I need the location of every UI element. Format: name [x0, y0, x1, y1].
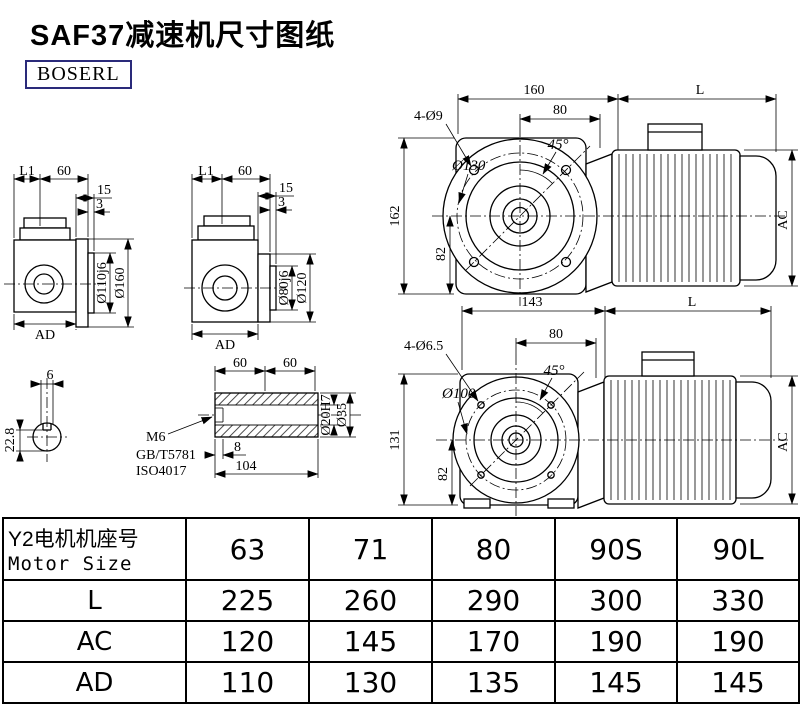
dim-label: 15 — [97, 183, 111, 198]
motor-size-label-cn: Y2电机机座号 — [8, 528, 139, 551]
dim-label: 80 — [553, 103, 567, 118]
row-label: AC — [2, 620, 187, 663]
brand-logo-text: BOSERL — [37, 63, 120, 85]
terminal-box — [647, 123, 703, 151]
table-row-L: L 225 260 290 300 330 — [2, 579, 800, 622]
table-cell: 110 — [185, 661, 310, 704]
dim-label: 4-Ø9 — [414, 109, 443, 124]
motor-size-label-en: Motor Size — [8, 553, 133, 575]
motor-size-column: 71 — [308, 517, 433, 581]
row-label: L — [2, 579, 187, 622]
thread-label: M6 — [146, 430, 165, 445]
motor-size-column: 90L — [676, 517, 800, 581]
dim-label: 3 — [278, 195, 285, 210]
dim-label: 15 — [279, 181, 293, 196]
dim-label: Ø120 — [295, 272, 310, 303]
shaft-detail-view: 60 60 M6 GB/T5781 ISO4017 8 104 Ø20H7 Ø3… — [136, 356, 362, 479]
table-cell: 145 — [308, 620, 433, 663]
dim-label: 160 — [524, 83, 545, 98]
dim-label: 22.8 — [3, 428, 18, 453]
dim-label: 60 — [283, 356, 297, 371]
dim-label: Ø110j6 — [95, 262, 110, 303]
dim-label: 162 — [388, 206, 403, 227]
dim-label: Ø35 — [335, 403, 350, 427]
assembly-view-bottom: 45° 80 143 L 4-Ø6.5 Ø100 131 82 AC — [388, 295, 798, 516]
dim-label: AC — [776, 432, 791, 451]
dim-label: AD — [215, 338, 235, 353]
page-title: SAF37减速机尺寸图纸 — [30, 20, 336, 52]
dim-label: 45° — [544, 363, 565, 379]
fan-cover — [735, 381, 772, 499]
table-cell: 190 — [676, 620, 800, 663]
table-cell: 120 — [185, 620, 310, 663]
table-row-AC: AC 120 145 170 190 190 — [2, 620, 800, 663]
motor-size-header: Y2电机机座号 Motor Size — [2, 517, 187, 581]
table-cell: 290 — [431, 579, 556, 622]
dim-label: 104 — [236, 459, 257, 474]
dim-label: 60 — [57, 164, 71, 179]
dim-label: 82 — [436, 467, 451, 481]
dim-label: 3 — [96, 197, 103, 212]
mounting-foot — [547, 498, 575, 509]
dim-label: 6 — [47, 368, 54, 383]
dim-label: 45° — [548, 137, 569, 153]
dim-label: Ø80j6 — [277, 271, 292, 306]
table-row-AD: AD 110 130 135 145 145 — [2, 661, 800, 704]
table-cell: 130 — [308, 661, 433, 704]
dim-label: L1 — [198, 164, 214, 179]
table-cell: 260 — [308, 579, 433, 622]
dimension-table: Y2电机机座号 Motor Size 63 71 80 90S 90L L 22… — [2, 517, 800, 704]
shaft-end-view: 6 22.8 — [3, 368, 67, 462]
technical-drawing: L1 60 15 3 Ø110j6 Ø160 AD — [3, 83, 798, 516]
dim-label: L — [696, 83, 705, 98]
dim-label: 82 — [434, 247, 449, 261]
dim-label: 60 — [233, 356, 247, 371]
row-label: AD — [2, 661, 187, 704]
assembly-view-top: 45° 80 160 L 4-Ø9 Ø130 162 82 AC — [388, 83, 798, 306]
dim-label: Ø20H7 — [319, 394, 334, 435]
dim-label: L — [688, 295, 697, 310]
mounting-foot — [463, 498, 491, 509]
dim-label: 60 — [238, 164, 252, 179]
standard-label: ISO4017 — [136, 464, 187, 479]
table-header-row: Y2电机机座号 Motor Size 63 71 80 90S 90L — [2, 517, 800, 581]
terminal-box — [641, 351, 695, 377]
fan-cover — [739, 155, 777, 281]
motor-size-column: 90S — [554, 517, 678, 581]
dim-label: Ø130 — [451, 158, 486, 174]
standard-label: GB/T5781 — [136, 448, 196, 463]
motor-size-column: 80 — [431, 517, 556, 581]
dim-label: 131 — [388, 430, 403, 451]
table-cell: 190 — [554, 620, 678, 663]
table-cell: 330 — [676, 579, 800, 622]
gearbox-side-view-b: L1 60 15 3 Ø80j6 Ø120 AD — [184, 164, 316, 353]
table-cell: 145 — [676, 661, 800, 704]
dim-label: Ø100 — [441, 386, 476, 402]
dim-label: AC — [776, 210, 791, 229]
motor-size-column: 63 — [185, 517, 310, 581]
brand-logo: BOSERL — [25, 60, 132, 89]
table-cell: 135 — [431, 661, 556, 704]
table-cell: 225 — [185, 579, 310, 622]
table-cell: 300 — [554, 579, 678, 622]
table-cell: 145 — [554, 661, 678, 704]
dim-label: 80 — [549, 327, 563, 342]
dim-label: L1 — [19, 164, 35, 179]
dim-label: 8 — [234, 440, 241, 455]
table-cell: 170 — [431, 620, 556, 663]
gearbox-side-view-a: L1 60 15 3 Ø110j6 Ø160 AD — [4, 164, 134, 343]
dim-label: AD — [35, 328, 55, 343]
dim-label: 143 — [522, 295, 543, 310]
dim-label: 4-Ø6.5 — [404, 339, 443, 354]
dim-label: Ø160 — [113, 267, 128, 298]
